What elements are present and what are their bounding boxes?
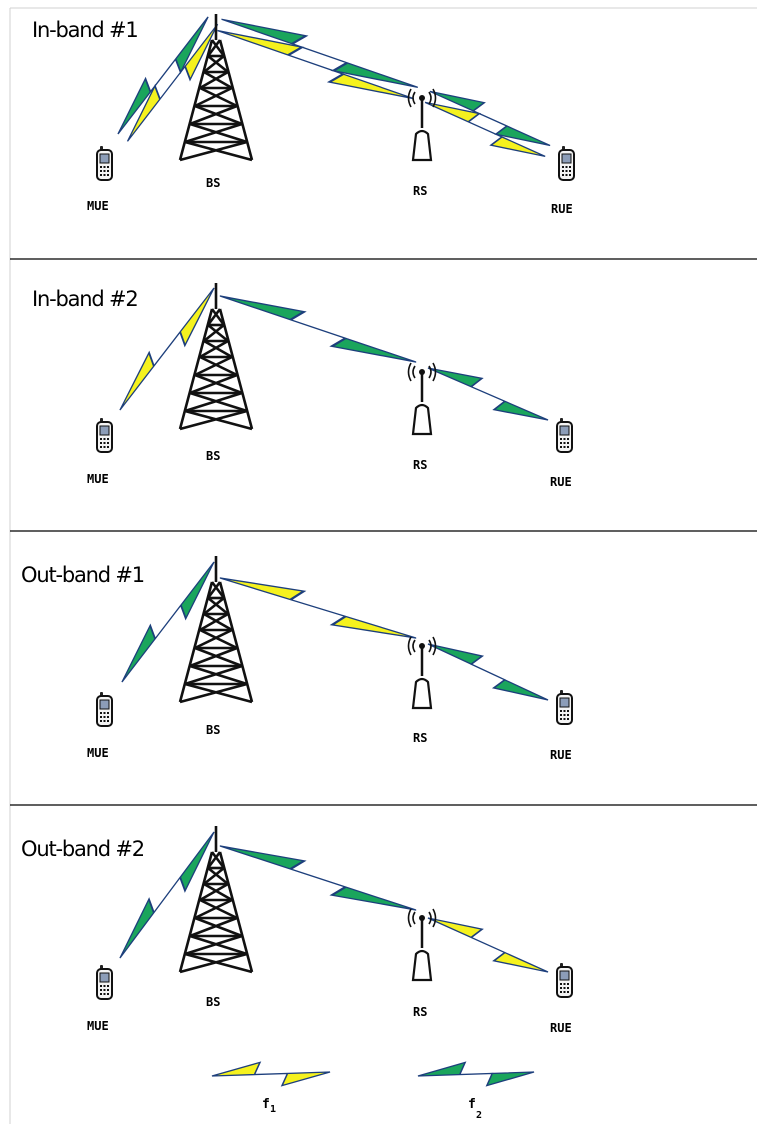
- relay-station-icon: [407, 87, 437, 162]
- rs-label: RS: [413, 731, 427, 745]
- mue-label: MUE: [87, 472, 109, 486]
- legend-subscript: 1: [270, 1104, 276, 1115]
- backhaul-link-f2-bolt: [214, 283, 422, 375]
- legend-symbol: f: [468, 1097, 476, 1112]
- bs-label: BS: [206, 449, 220, 463]
- rue-phone-icon: [558, 145, 575, 181]
- mue-phone-icon: [96, 691, 113, 727]
- panel-in-band-2: In-band #2 MUE BS RS RUE: [32, 279, 573, 489]
- panel-title: Out-band #2: [21, 837, 144, 861]
- link-bolts: [111, 553, 554, 712]
- relay-station-icon: [407, 907, 437, 982]
- link-bolts: [107, 6, 556, 169]
- rue-phone-icon: [556, 962, 573, 998]
- mue-phone-icon: [96, 145, 113, 181]
- backhaul-link-f2-bolt: [214, 833, 422, 923]
- mue-phone-icon: [96, 417, 113, 453]
- rs-label: RS: [413, 184, 427, 198]
- panel-title: In-band #1: [32, 18, 138, 42]
- tower-icon: [178, 824, 254, 974]
- backhaul-link-f2-bolt: [216, 6, 423, 100]
- link-bolts: [109, 823, 554, 984]
- relay-link-f1-bolt: [422, 906, 554, 984]
- panel-out-band-1: Out-band #1 MUE BS RS RUE: [21, 553, 573, 762]
- rs-label: RS: [413, 1005, 427, 1019]
- legend-f2-bolt: [416, 1059, 536, 1089]
- panel-dividers: [9, 7, 757, 1124]
- bs-label: BS: [206, 176, 220, 190]
- rue-phone-icon: [556, 417, 573, 453]
- backhaul-link-f1-bolt: [212, 17, 419, 112]
- panel-in-band-1: In-band #1 MUE BS RS RUE: [32, 6, 575, 216]
- frequency-legend: f 1 f 2: [210, 1059, 536, 1121]
- bs-label: BS: [206, 723, 220, 737]
- mue-label: MUE: [87, 199, 109, 213]
- bs-label: BS: [206, 995, 220, 1009]
- relay-link-f2-bolt: [422, 356, 554, 432]
- rue-label: RUE: [550, 1021, 572, 1035]
- mue-phone-icon: [96, 964, 113, 1000]
- panel-title: In-band #2: [32, 287, 138, 311]
- rue-phone-icon: [556, 689, 573, 725]
- rue-label: RUE: [550, 475, 572, 489]
- legend-symbol: f: [262, 1097, 270, 1112]
- link-bolts: [109, 279, 554, 432]
- legend-item-f1: f 1: [262, 1097, 276, 1115]
- relay-station-icon: [407, 361, 437, 436]
- legend-bolts: [210, 1059, 536, 1089]
- rue-label: RUE: [551, 202, 573, 216]
- backhaul-link-f1-bolt: [215, 565, 421, 651]
- rue-label: RUE: [550, 748, 572, 762]
- rs-label: RS: [413, 458, 427, 472]
- tower-icon: [178, 554, 254, 704]
- relay-link-f2-bolt: [422, 632, 554, 712]
- mue-label: MUE: [87, 1019, 109, 1033]
- relay-station-icon: [407, 635, 437, 710]
- tower-icon: [178, 281, 254, 431]
- legend-subscript: 2: [476, 1110, 482, 1121]
- legend-item-f2: f 2: [468, 1097, 482, 1121]
- legend-f1-bolt: [210, 1059, 332, 1089]
- panel-out-band-2: Out-band #2 MUE BS RS RUE: [21, 823, 573, 1035]
- mue-label: MUE: [87, 746, 109, 760]
- panel-title: Out-band #1: [21, 563, 144, 587]
